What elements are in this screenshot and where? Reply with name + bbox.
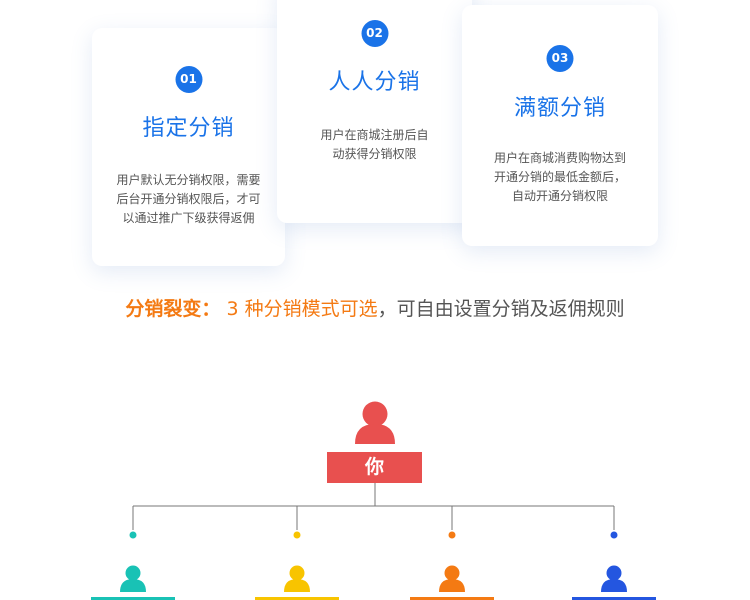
- card-description-line: 自动开通分销权限: [511, 189, 608, 203]
- card-description: 用户默认无分销权限，需要 后台开通分销权限后，才可 以通过推广下级获得返佣: [106, 171, 271, 228]
- root-user-icon: [355, 401, 395, 444]
- root-user-label: 你: [327, 452, 422, 483]
- child-node-dot: [293, 531, 301, 539]
- mode-card-everyone: 02 人人分销 用户在商城注册后自 动获得分销权限: [277, 0, 472, 223]
- card-description: 用户在商城消费购物达到 开通分销的最低金额后， 自动开通分销权限: [476, 149, 644, 206]
- child-underline-bar: [410, 597, 494, 600]
- card-number-badge: 02: [361, 20, 388, 47]
- child-user-node: [91, 531, 175, 600]
- card-description-line: 用户默认无分销权限，需要: [116, 173, 261, 187]
- card-description-line: 用户在商城消费购物达到: [493, 151, 626, 165]
- child-underline-bar: [255, 597, 339, 600]
- headline-label: 分销裂变：: [125, 298, 221, 320]
- distribution-headline: 分销裂变： 3 种分销模式可选，可自由设置分销及返佣规则: [0, 294, 750, 321]
- card-description-line: 动获得分销权限: [332, 147, 417, 161]
- card-description-line: 以通过推广下级获得返佣: [122, 211, 255, 225]
- child-user-icon: [120, 565, 146, 592]
- child-underline-bar: [91, 597, 175, 600]
- card-title: 指定分销: [142, 116, 235, 141]
- mode-card-designated: 01 指定分销 用户默认无分销权限，需要 后台开通分销权限后，才可 以通过推广下…: [92, 28, 285, 266]
- card-description-line: 开通分销的最低金额后，: [493, 170, 626, 184]
- card-description-line: 后台开通分销权限后，才可: [116, 192, 261, 206]
- child-node-dot: [129, 531, 137, 539]
- child-user-node: [572, 531, 656, 600]
- child-user-node: [410, 531, 494, 600]
- child-user-icon: [601, 565, 627, 592]
- child-user-icon: [284, 565, 310, 592]
- card-description: 用户在商城注册后自 动获得分销权限: [291, 126, 458, 164]
- mode-card-threshold: 03 满额分销 用户在商城消费购物达到 开通分销的最低金额后， 自动开通分销权限: [462, 5, 658, 246]
- child-user-icon: [439, 565, 465, 592]
- card-description-line: 用户在商城注册后自: [320, 128, 429, 142]
- child-node-dot: [448, 531, 456, 539]
- tree-connector-lines: [132, 483, 615, 530]
- child-underline-bar: [572, 597, 656, 600]
- card-title: 人人分销: [328, 70, 421, 95]
- card-title: 满额分销: [513, 96, 606, 121]
- child-node-dot: [610, 531, 618, 539]
- headline-highlight: 3 种分销模式可选: [226, 298, 378, 320]
- card-number-badge: 01: [175, 66, 202, 93]
- card-number-badge: 03: [546, 45, 574, 72]
- headline-rest: ，可自由设置分销及返佣规则: [377, 298, 625, 320]
- child-user-node: [255, 531, 339, 600]
